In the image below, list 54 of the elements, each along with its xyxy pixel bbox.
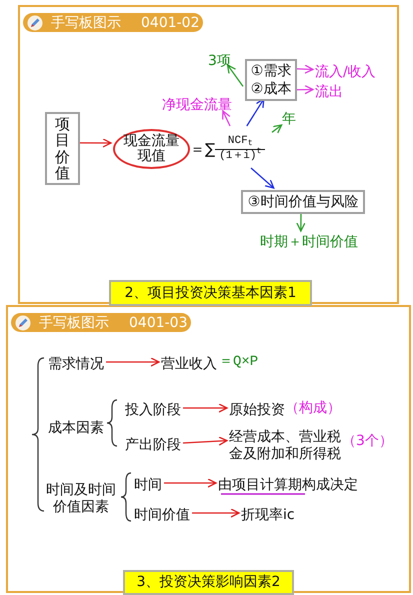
header-text: 手写板图示 — [51, 14, 121, 32]
note-text: ＝Q×P — [219, 353, 258, 371]
text-label: 时间价值 — [134, 506, 194, 524]
box-text: ③时间价值与风险 — [248, 192, 358, 212]
text-box — [241, 190, 365, 214]
text-label: 时期＋时间价值 — [260, 233, 362, 251]
text-label: 3项 — [208, 52, 232, 67]
text-label: 需求情况 — [48, 355, 108, 373]
numerator: NCF$_{t}$ — [228, 135, 253, 148]
note-text: （3个） — [342, 432, 393, 450]
text-box — [45, 112, 80, 185]
text-box — [245, 59, 297, 101]
arrow — [296, 212, 306, 232]
text-label: 流出 — [315, 83, 347, 100]
text-label: 成本因素 — [48, 419, 108, 437]
text-label: 流入/收入 — [315, 63, 383, 80]
header-text: 0401-02 — [141, 14, 200, 32]
arrow — [78, 138, 112, 148]
arrow — [164, 478, 217, 488]
header-pill — [23, 13, 203, 32]
text-label: 营业收入 — [161, 355, 221, 373]
caption-box: 2、项目投资决策基本因素1 — [109, 280, 312, 306]
text-label: 年 — [282, 110, 298, 127]
arrow — [295, 84, 314, 94]
text-label: 时间及时间价值因素 — [46, 482, 116, 516]
text-label: 产出阶段 — [125, 436, 185, 454]
arrow — [182, 436, 228, 446]
text-label: 经营成本、营业税金及附加和所得税 — [229, 429, 341, 463]
header-pill — [11, 313, 191, 332]
text-label: 净现金流量 — [162, 96, 236, 113]
ellipse-text: 现金流量现值 — [124, 134, 180, 164]
arrow — [183, 403, 228, 413]
arrow — [272, 124, 282, 134]
arrow — [250, 168, 274, 189]
text-label: 折现率ic — [241, 506, 303, 524]
header-text: 手写板图示 — [39, 314, 109, 332]
panel-card — [18, 5, 399, 304]
header-text: 0401-03 — [129, 314, 188, 332]
arrow — [246, 98, 264, 126]
caption-box: 3、投资决策影响因素2 — [123, 570, 294, 595]
text-label: 由项目计算期构成决定 — [218, 476, 364, 494]
box-text: ②成本 — [250, 80, 292, 98]
vertical-text: 项目价值 — [55, 116, 70, 182]
sum-sign: ＝∑ — [190, 138, 216, 160]
arrow — [192, 508, 240, 518]
text-label: 投入阶段 — [125, 401, 185, 419]
panel-card — [6, 305, 411, 593]
arrow — [106, 357, 160, 367]
arrow — [294, 64, 314, 74]
ellipse-node — [113, 129, 190, 169]
box-text: ①需求 — [250, 62, 292, 80]
arrow — [226, 64, 244, 87]
text-label: 时间 — [134, 476, 166, 494]
arrow — [222, 110, 231, 126]
